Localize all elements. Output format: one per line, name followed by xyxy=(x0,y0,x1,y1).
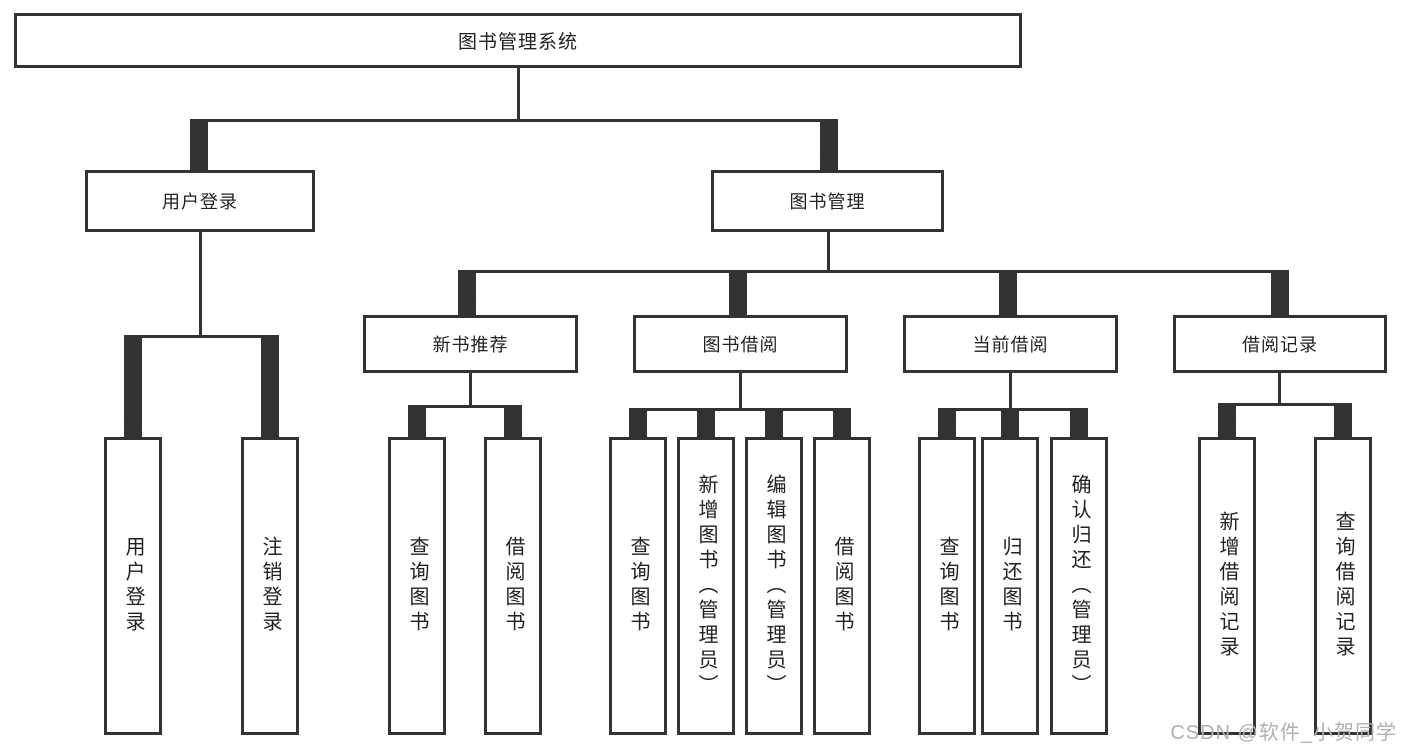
arrow-to-leaf-records-add xyxy=(1218,403,1236,437)
arrow-to-leaf-borrow-edit xyxy=(765,408,783,437)
leaf-records-add-record-label: 新增借阅记录 xyxy=(1216,511,1238,661)
connector-current-borrow-stem xyxy=(1009,373,1012,411)
node-book-mgmt-label: 图书管理 xyxy=(789,192,866,212)
leaf-borrow-add-book-admin: 新增图书（管理员） xyxy=(677,437,735,735)
node-book-borrow-label: 图书借阅 xyxy=(702,335,779,355)
arrow-to-leaf-records-query xyxy=(1334,403,1352,437)
arrow-to-leaf-current-confirm xyxy=(1070,408,1088,437)
leaf-newbooks-query-book: 查询图书 xyxy=(388,437,446,735)
node-borrow-records-label: 借阅记录 xyxy=(1242,335,1318,355)
leaf-current-return-book: 归还图书 xyxy=(981,437,1039,735)
arrow-to-borrow-records xyxy=(1271,270,1289,315)
leaf-records-query-record: 查询借阅记录 xyxy=(1314,437,1372,735)
connector-root-branch xyxy=(199,119,830,122)
arrow-to-leaf-newbooks-borrow xyxy=(504,405,522,437)
arrow-to-user-login xyxy=(190,119,208,170)
leaf-records-add-record: 新增借阅记录 xyxy=(1198,437,1256,735)
connector-book-borrow-stem xyxy=(739,373,742,411)
node-new-books-label: 新书推荐 xyxy=(432,335,509,355)
arrow-to-book-mgmt xyxy=(820,119,838,170)
connector-user-login-stem xyxy=(199,232,202,338)
node-book-mgmt: 图书管理 xyxy=(711,170,944,232)
leaf-borrow-add-book-admin-label: 新增图书（管理员） xyxy=(695,473,717,699)
connector-new-books-stem xyxy=(469,373,472,408)
leaf-current-confirm-return-admin-label: 确认归还（管理员） xyxy=(1068,473,1090,699)
arrow-to-leaf-borrow-query xyxy=(629,408,647,437)
leaf-borrow-query-book: 查询图书 xyxy=(609,437,667,735)
connector-book-mgmt-stem xyxy=(827,232,830,273)
leaf-current-query-book: 查询图书 xyxy=(918,437,976,735)
node-user-login: 用户登录 xyxy=(85,170,315,232)
node-root-label: 图书管理系统 xyxy=(457,32,578,53)
leaf-newbooks-borrow-book: 借阅图书 xyxy=(484,437,542,735)
connector-borrow-records-stem xyxy=(1278,373,1281,406)
leaf-newbooks-query-book-label: 查询图书 xyxy=(406,536,428,636)
node-new-books: 新书推荐 xyxy=(363,315,578,373)
arrow-to-book-borrow xyxy=(729,270,747,315)
arrow-to-leaf-logout xyxy=(261,335,279,437)
leaf-borrow-borrow-book-label: 借阅图书 xyxy=(831,536,853,636)
node-user-login-label: 用户登录 xyxy=(162,192,238,212)
leaf-records-query-record-label: 查询借阅记录 xyxy=(1332,511,1354,661)
connector-borrow-records-branch xyxy=(1227,403,1345,406)
leaf-borrow-query-book-label: 查询图书 xyxy=(627,536,649,636)
arrow-to-leaf-borrow-borrow xyxy=(833,408,851,437)
connector-new-books-branch xyxy=(417,405,515,408)
arrow-to-leaf-borrow-add xyxy=(697,408,715,437)
arrow-to-leaf-current-return xyxy=(1001,408,1019,437)
node-current-borrow: 当前借阅 xyxy=(903,315,1118,373)
connector-user-login-branch xyxy=(133,335,272,338)
leaf-user-login-label: 用户登录 xyxy=(122,536,144,636)
connector-book-mgmt-branch xyxy=(467,270,1281,273)
arrow-to-new-books xyxy=(458,270,476,315)
leaf-current-query-book-label: 查询图书 xyxy=(936,536,958,636)
leaf-logout: 注销登录 xyxy=(241,437,299,735)
arrow-to-leaf-current-query xyxy=(938,408,956,437)
node-book-borrow: 图书借阅 xyxy=(633,315,848,373)
connector-book-borrow-branch xyxy=(638,408,844,411)
node-borrow-records: 借阅记录 xyxy=(1173,315,1387,373)
leaf-logout-label: 注销登录 xyxy=(259,536,281,636)
arrow-to-leaf-newbooks-query xyxy=(408,405,426,437)
csdn-watermark: CSDN @软件_小贺同学 xyxy=(1170,722,1397,744)
leaf-user-login: 用户登录 xyxy=(104,437,162,735)
arrow-to-current-borrow xyxy=(999,270,1017,315)
leaf-current-return-book-label: 归还图书 xyxy=(999,536,1021,636)
arrow-to-leaf-user-login xyxy=(124,335,142,437)
leaf-borrow-edit-book-admin: 编辑图书（管理员） xyxy=(745,437,803,735)
leaf-borrow-edit-book-admin-label: 编辑图书（管理员） xyxy=(763,473,785,699)
node-current-borrow-label: 当前借阅 xyxy=(972,335,1049,355)
connector-root-stem xyxy=(517,68,520,121)
leaf-current-confirm-return-admin: 确认归还（管理员） xyxy=(1050,437,1108,735)
leaf-borrow-borrow-book: 借阅图书 xyxy=(813,437,871,735)
node-root-library-system: 图书管理系统 xyxy=(14,13,1022,68)
leaf-newbooks-borrow-book-label: 借阅图书 xyxy=(502,536,524,636)
